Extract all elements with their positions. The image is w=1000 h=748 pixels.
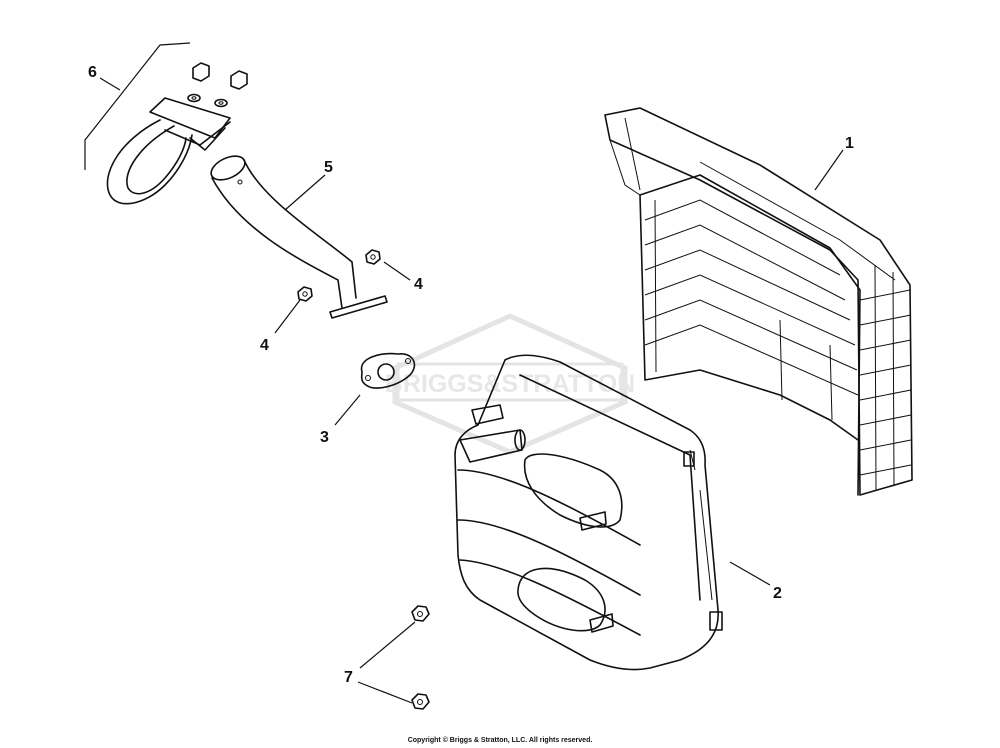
callout-6: 6 [88, 64, 97, 81]
leader-lines [84, 42, 844, 704]
callout-1: 1 [845, 135, 854, 152]
gasket-part [360, 352, 416, 389]
callout-3: 3 [320, 429, 329, 446]
copyright-notice: Copyright © Briggs & Stratton, LLC. All … [407, 737, 593, 744]
callout-2: 2 [773, 585, 782, 602]
muffler-guard-part [604, 107, 913, 496]
callout-4-right: 4 [414, 276, 423, 293]
u-bolt-clamp-part [106, 62, 248, 205]
flange-nut-part-a [411, 605, 430, 622]
exhaust-pipe-part [210, 155, 388, 319]
callout-5: 5 [324, 159, 333, 176]
callout-4-left: 4 [260, 337, 269, 354]
callout-7: 7 [344, 669, 353, 686]
nut-part-a [365, 249, 381, 265]
watermark-logo: BRIGGS&STRATTON [385, 313, 635, 455]
nut-part-b [297, 286, 313, 302]
flange-nut-part-b [411, 693, 430, 710]
watermark-text: BRIGGS&STRATTON [385, 370, 635, 398]
muffler-part [454, 354, 723, 671]
